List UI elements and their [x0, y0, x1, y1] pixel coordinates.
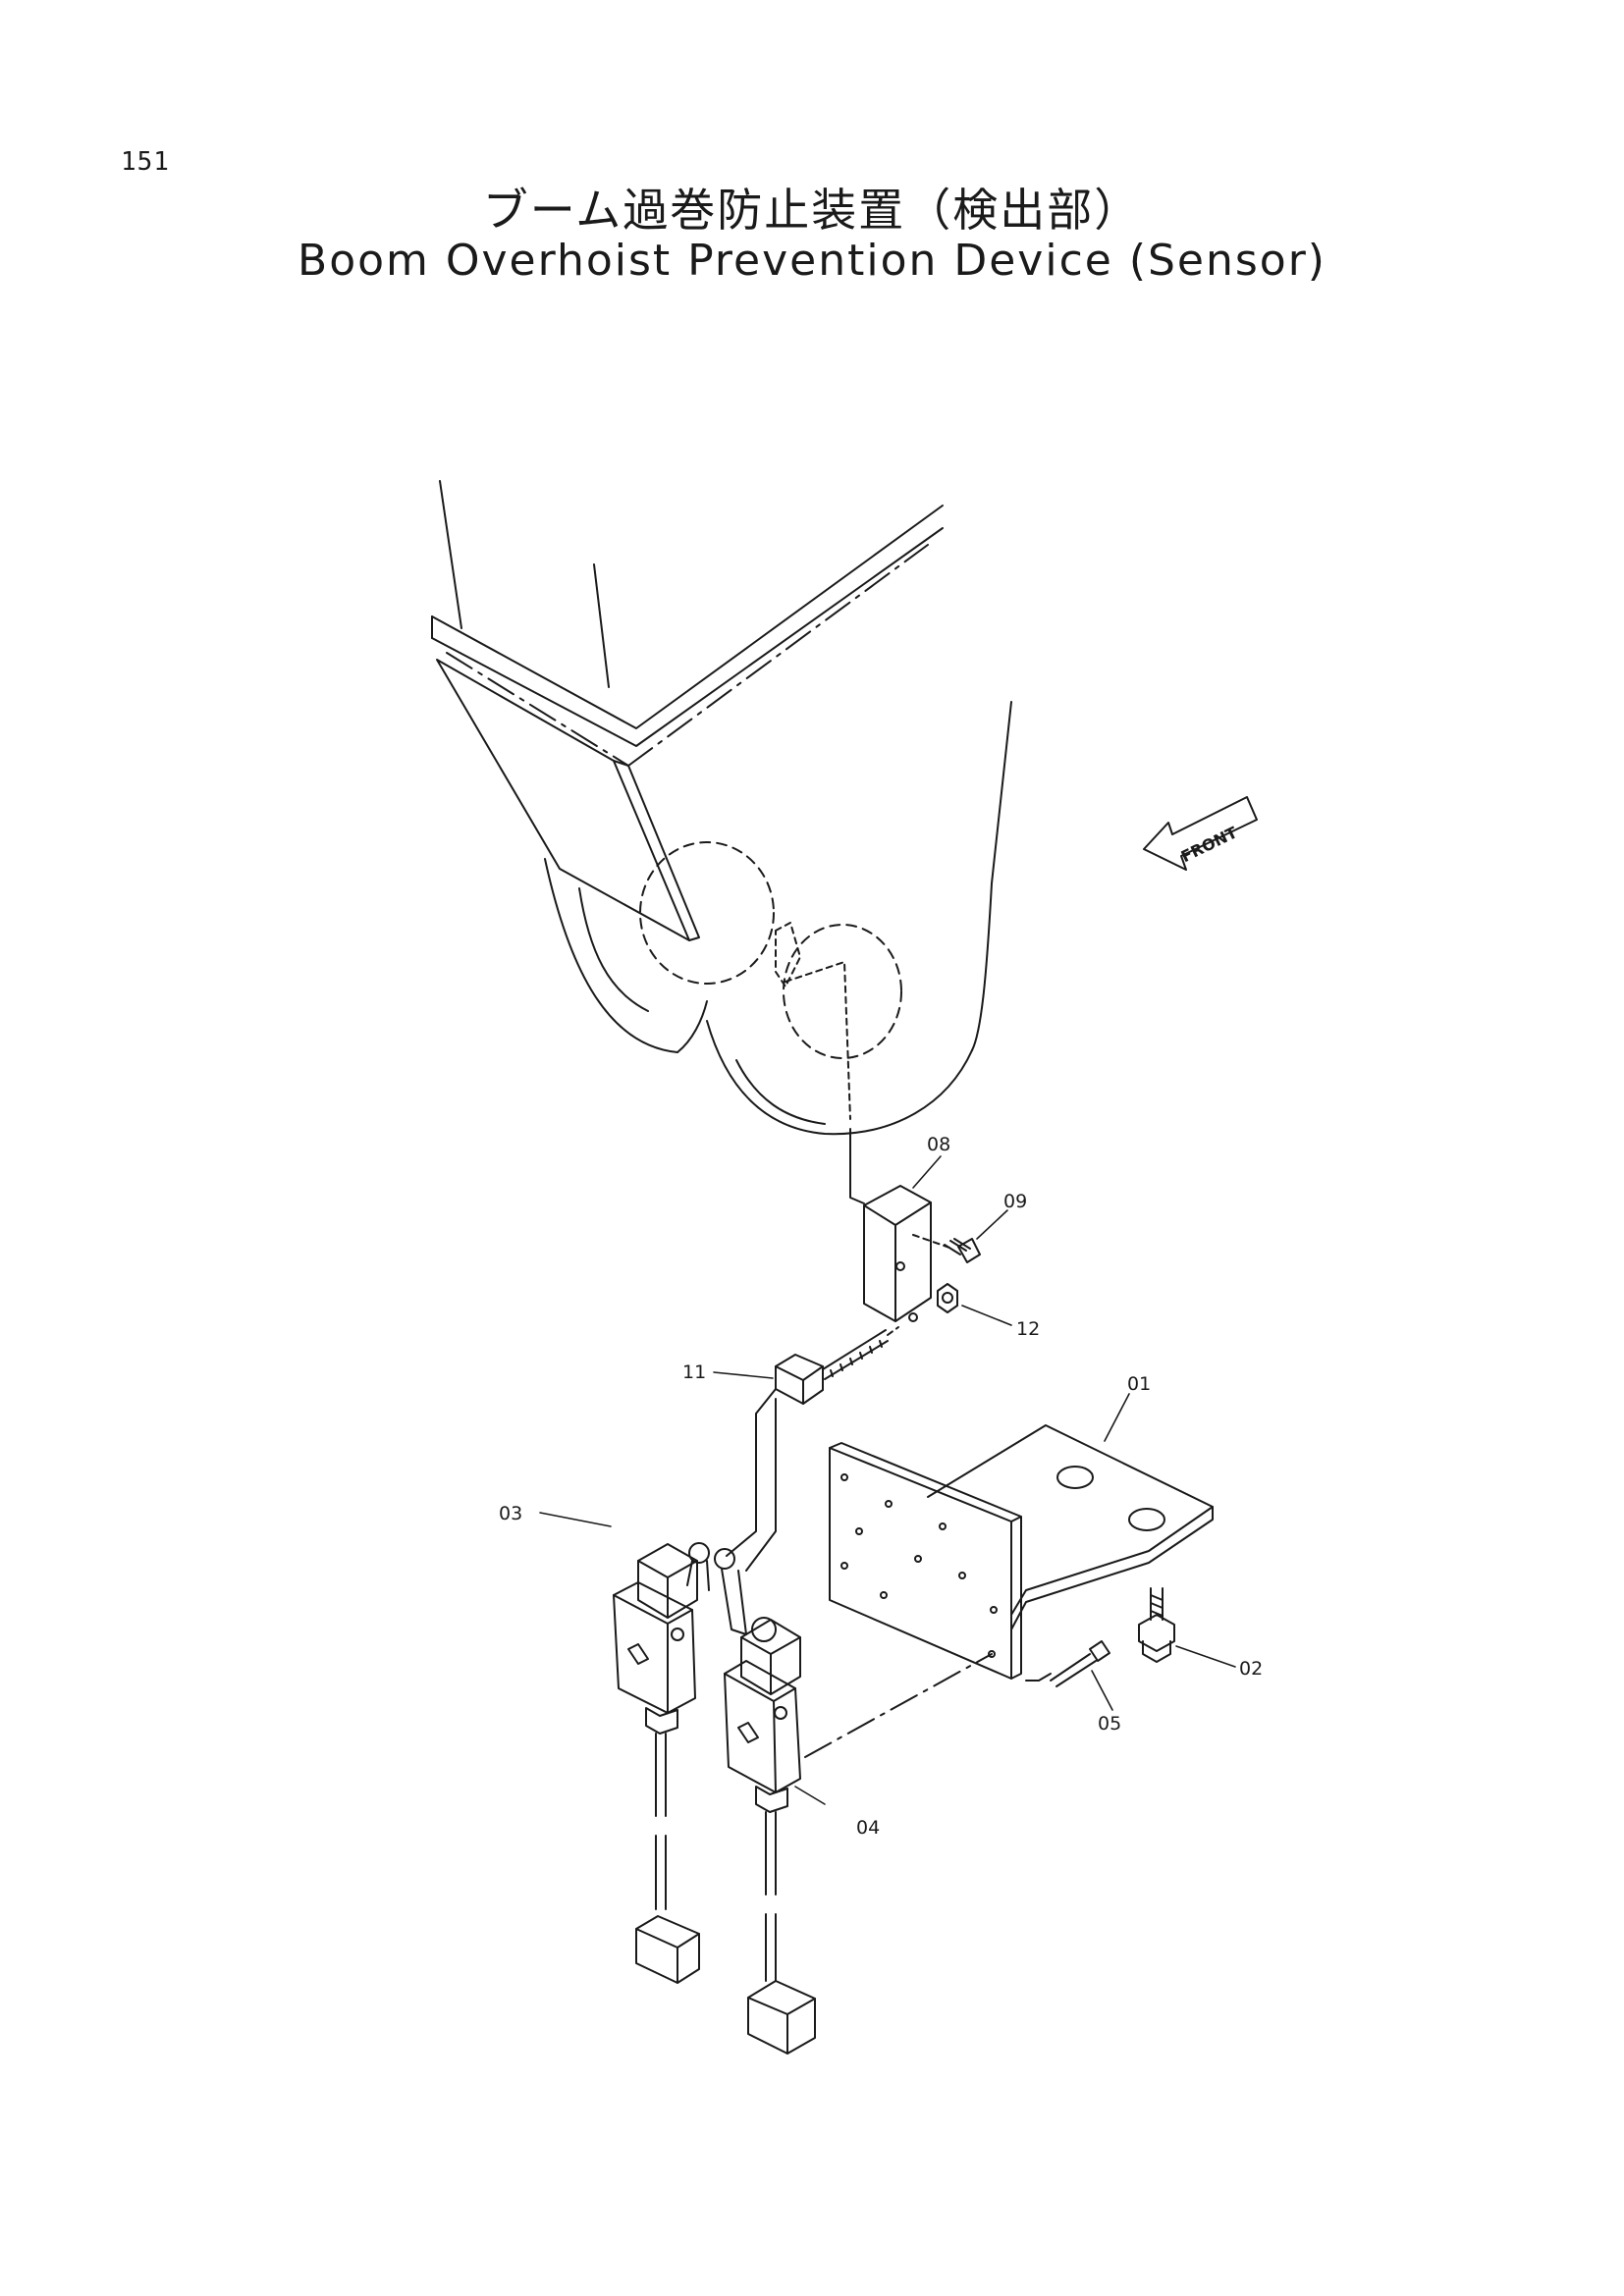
- part-04-limit-switch: [724, 1617, 816, 2055]
- part-08-bracket: [863, 1185, 953, 1322]
- part-03-limit-switch: [613, 1542, 747, 1984]
- callout-12: 12: [1016, 1318, 1040, 1340]
- part-09-screw: [944, 1238, 981, 1263]
- assembly-line: [804, 1653, 993, 1758]
- callout-02: 02: [1239, 1658, 1263, 1680]
- title-japanese: ブーム過巻防止装置（検出部）: [482, 184, 1142, 237]
- front-label: FRONT: [1178, 823, 1240, 866]
- part-02-bolt: [1138, 1587, 1175, 1663]
- callout-03: 03: [499, 1503, 522, 1524]
- callout-05: 05: [1098, 1713, 1121, 1735]
- callout-08: 08: [927, 1134, 950, 1155]
- title-english: Boom Overhoist Prevention Device (Sensor…: [298, 236, 1326, 286]
- callout-labels: 08 09 12 11 01 02 03 04 05: [499, 1134, 1263, 1839]
- callout-11: 11: [682, 1362, 706, 1383]
- page-number: 151: [121, 147, 170, 177]
- callout-04: 04: [856, 1817, 880, 1839]
- part-11-bolt: [726, 1326, 899, 1572]
- boom-foot: [431, 480, 1012, 1204]
- part-01-mount-plate: [829, 1424, 1214, 1680]
- callout-09: 09: [1003, 1191, 1027, 1212]
- front-direction-arrow: FRONT: [1143, 796, 1258, 871]
- part-05-screw: [1025, 1640, 1110, 1687]
- leader-lines: [539, 1155, 1236, 1805]
- part-12-nut: [937, 1283, 958, 1313]
- callout-01: 01: [1127, 1373, 1151, 1395]
